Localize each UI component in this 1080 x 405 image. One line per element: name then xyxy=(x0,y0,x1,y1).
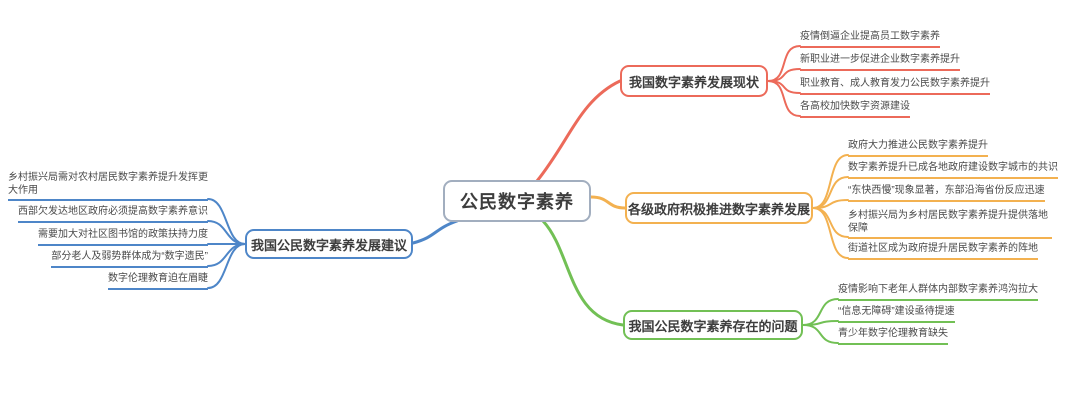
branch-government-label: 各级政府积极推进数字素养发展 xyxy=(627,201,810,217)
leaf-government-2[interactable]: 数字素养提升已成各地政府建设数字城市的共识 xyxy=(848,161,1058,179)
branch-status[interactable]: 我国数字素养发展现状 xyxy=(620,65,768,97)
leaf-problems-1[interactable]: 疫情影响下老年人群体内部数字素养鸿沟拉大 xyxy=(838,283,1038,301)
leaf-problems-3[interactable]: 青少年数字伦理教育缺失 xyxy=(838,327,948,345)
leaf-government-4[interactable]: 乡村振兴局为乡村居民数字素养提升提供落地保障 xyxy=(848,209,1052,239)
branch-link-suggestions xyxy=(411,219,459,245)
branch-suggestions[interactable]: 我国公民数字素养发展建议 xyxy=(245,229,413,259)
leaf-suggestions-2[interactable]: 西部欠发达地区政府必须提高数字素养意识 xyxy=(18,205,208,223)
leaf-link-problems-3 xyxy=(802,324,839,344)
leaf-link-problems-2 xyxy=(802,320,839,326)
branch-link-status xyxy=(535,79,622,183)
leaf-link-status-4 xyxy=(767,80,801,117)
leaf-status-2[interactable]: 新职业进一步促进企业数字素养提升 xyxy=(800,53,960,71)
leaf-link-status-3 xyxy=(767,80,801,94)
branch-status-label: 我国数字素养发展现状 xyxy=(628,74,759,90)
leaf-problems-2[interactable]: “信息无障碍”建设亟待提速 xyxy=(838,305,955,323)
central-topic-label: 公民数字素养 xyxy=(460,192,574,212)
leaf-link-status-2 xyxy=(767,68,801,82)
leaf-suggestions-5[interactable]: 数字伦理教育迫在眉睫 xyxy=(108,272,208,290)
branch-link-problems xyxy=(541,219,625,327)
branch-government[interactable]: 各级政府积极推进数字素养发展 xyxy=(625,192,813,224)
branch-problems-label: 我国公民数字素养存在的问题 xyxy=(628,318,798,334)
branch-problems[interactable]: 我国公民数字素养存在的问题 xyxy=(623,310,803,340)
leaf-link-suggestions-4 xyxy=(207,243,246,267)
leaf-suggestions-4[interactable]: 部分老人及弱势群体成为“数字遗民” xyxy=(51,250,208,268)
leaf-government-5[interactable]: 街道社区成为政府提升居民数字素养的阵地 xyxy=(848,242,1038,260)
leaf-status-4[interactable]: 各高校加快数字资源建设 xyxy=(800,100,910,118)
leaf-suggestions-1[interactable]: 乡村振兴局需对农村居民数字素养提升发挥更大作用 xyxy=(8,171,208,201)
leaf-link-suggestions-5 xyxy=(207,243,246,289)
central-topic[interactable]: 公民数字素养 xyxy=(443,180,591,222)
leaf-government-3[interactable]: “东快西慢”现象显著，东部沿海省份反应迅速 xyxy=(848,184,1045,202)
leaf-status-3[interactable]: 职业教育、成人教育发力公民数字素养提升 xyxy=(800,77,990,95)
leaf-government-1[interactable]: 政府大力推进公民数字素养提升 xyxy=(848,139,988,157)
leaf-suggestions-3[interactable]: 需要加大对社区图书馆的政策扶持力度 xyxy=(38,228,208,246)
branch-link-government xyxy=(589,195,627,210)
leaf-link-suggestions-2 xyxy=(207,220,246,245)
branch-suggestions-label: 我国公民数字素养发展建议 xyxy=(250,237,407,253)
leaf-link-government-5 xyxy=(812,207,849,259)
leaf-status-1[interactable]: 疫情倒逼企业提高员工数字素养 xyxy=(800,30,940,48)
